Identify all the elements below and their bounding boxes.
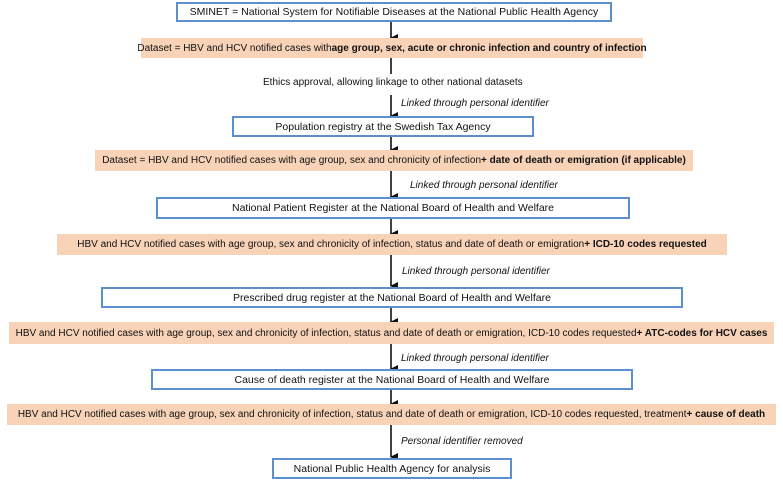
link-label-1: Linked through personal identifier <box>401 98 549 109</box>
dataset-3-text: HBV and HCV notified cases with age grou… <box>77 239 585 250</box>
registry-prescribed-drug: Prescribed drug register at the National… <box>101 287 683 308</box>
registry-public-health-analysis: National Public Health Agency for analys… <box>272 458 512 479</box>
link-label-2: Linked through personal identifier <box>410 180 558 191</box>
registry-public-health-analysis-label: National Public Health Agency for analys… <box>293 462 491 475</box>
dataset-4: HBV and HCV notified cases with age grou… <box>9 322 774 344</box>
registry-sminet-label: SMINET = National System for Notifiable … <box>189 6 599 18</box>
dataset-3-bold: + ICD-10 codes requested <box>584 239 707 250</box>
registry-population-label: Population registry at the Swedish Tax A… <box>275 120 491 133</box>
link-label-4: Linked through personal identifier <box>401 353 549 364</box>
dataset-2-text: Dataset = HBV and HCV notified cases wit… <box>102 155 482 166</box>
ethics-approval-label: Ethics approval, allowing linkage to oth… <box>263 77 523 88</box>
dataset-4-bold: + ATC-codes for HCV cases <box>636 327 768 339</box>
registry-sminet: SMINET = National System for Notifiable … <box>176 2 612 22</box>
identifier-removed-label: Personal identifier removed <box>401 436 523 447</box>
link-label-3: Linked through personal identifier <box>402 266 550 277</box>
dataset-1-text: Dataset = HBV and HCV notified cases wit… <box>137 42 332 54</box>
registry-national-patient-label: National Patient Register at the Nationa… <box>232 202 554 214</box>
dataset-1-bold: age group, sex, acute or chronic infecti… <box>331 42 647 54</box>
registry-prescribed-drug-label: Prescribed drug register at the National… <box>233 291 551 304</box>
dataset-5-bold: + cause of death <box>686 409 766 420</box>
registry-cause-of-death-label: Cause of death register at the National … <box>234 373 550 386</box>
dataset-3: HBV and HCV notified cases with age grou… <box>57 234 727 255</box>
registry-population: Population registry at the Swedish Tax A… <box>232 116 534 137</box>
dataset-5-text: HBV and HCV notified cases with age grou… <box>17 409 687 420</box>
dataset-4-text: HBV and HCV notified cases with age grou… <box>15 327 637 339</box>
registry-cause-of-death: Cause of death register at the National … <box>151 369 633 390</box>
dataset-5: HBV and HCV notified cases with age grou… <box>7 404 776 425</box>
dataset-2: Dataset = HBV and HCV notified cases wit… <box>95 150 693 171</box>
dataset-1: Dataset = HBV and HCV notified cases wit… <box>137 38 647 58</box>
registry-national-patient: National Patient Register at the Nationa… <box>156 197 630 219</box>
dataset-2-bold: + date of death or emigration (if applic… <box>481 155 686 166</box>
